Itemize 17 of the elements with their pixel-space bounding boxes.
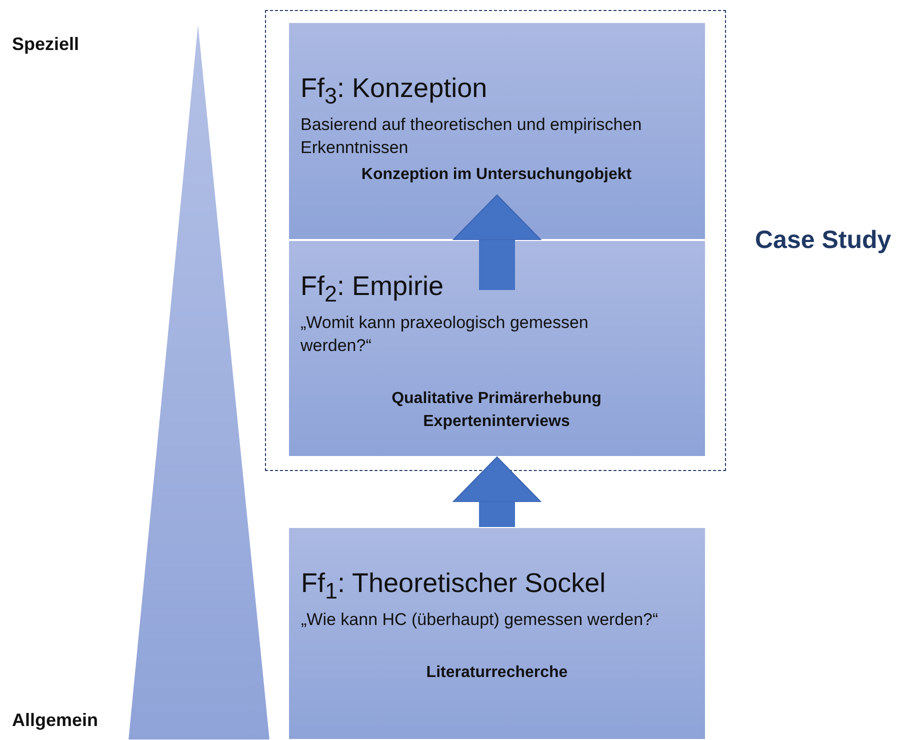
stage-box [288,240,706,456]
stage-box [288,22,706,240]
research-question: „Wie kann HC (überhaupt) gemessen werden?“ [301,609,660,632]
stage-box [288,527,706,740]
axis-label: Allgemein [12,710,98,731]
method-text: Qualitative Primärerhebung Experteninterviews [390,388,602,432]
method-text: Literaturrecherche [425,663,569,684]
axis-label: Speziell [12,34,80,55]
research-question: „Womit kann praxeologisch gemessen werden?“ [300,312,590,357]
method-text: Konzeption im Untersuchungobjekt [360,164,633,185]
block-arrow [452,456,542,527]
frame-heading: Case Study [755,226,892,255]
stage-title: Ff$_{3}$: Konzeption [300,72,488,109]
block-arrow [452,194,542,290]
stage-title: Ff$_{2}$: Empirie [300,270,445,307]
research-question: Basierend auf theoretischen und empirischen Erkenntnissen [300,114,643,159]
stage-title: Ff$_{1}$: Theoretischer Sockel [301,568,607,604]
